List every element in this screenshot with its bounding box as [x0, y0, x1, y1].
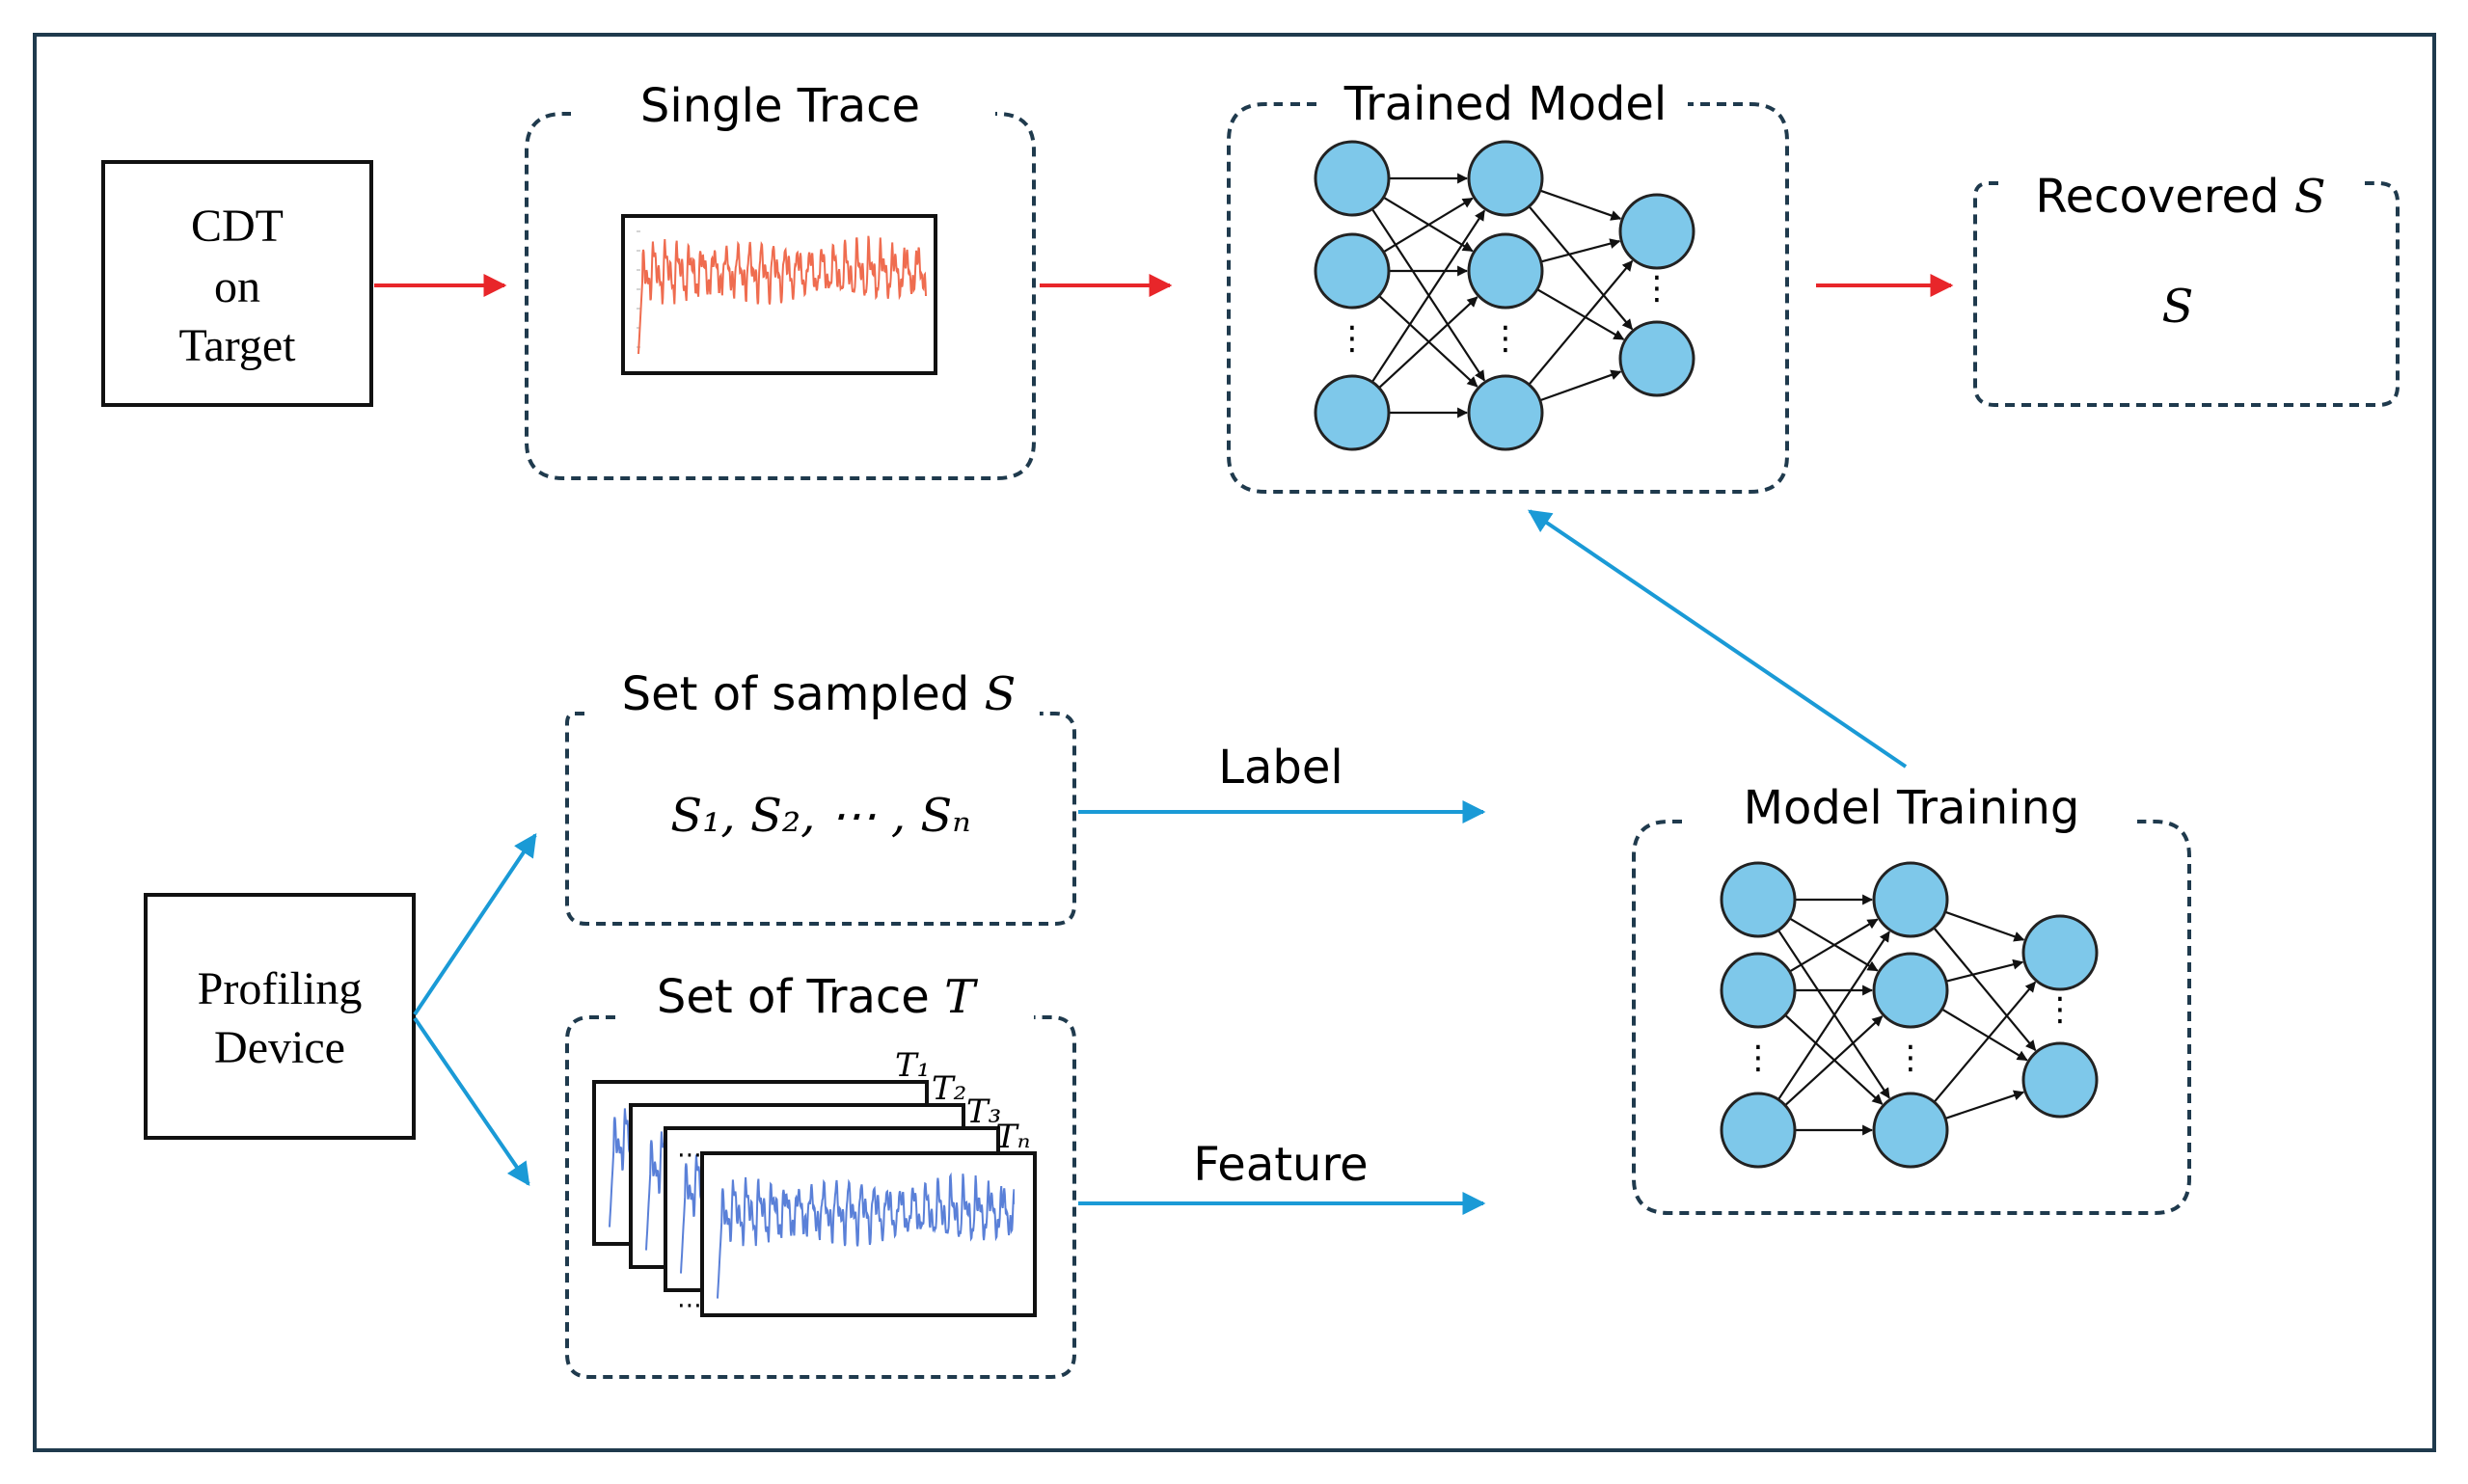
nn-node	[1314, 232, 1391, 310]
trained-model-title: Trained Model	[1343, 77, 1668, 131]
nn-node	[1720, 1092, 1797, 1169]
single-trace-title: Single Trace	[640, 79, 920, 133]
arrow-training-to-model	[1528, 509, 1908, 769]
nn-edge	[1789, 918, 1879, 973]
trace-label-2: T₂	[932, 1069, 966, 1108]
nn-edge	[1370, 209, 1486, 383]
trace-label-3: T₃	[966, 1093, 1001, 1131]
recovered-title: Recovered S	[2035, 170, 2325, 224]
nn-edge	[1944, 910, 2025, 942]
nn-edge	[1528, 259, 1634, 386]
nn-edge	[1945, 958, 2024, 983]
trace-stack-ellipsis-bottom: ⋯	[677, 1291, 702, 1320]
trace-stack	[592, 1080, 1037, 1317]
nn-node	[2021, 914, 2099, 991]
nn-node	[1720, 861, 1797, 938]
trace-label-1: T₁	[895, 1046, 930, 1085]
trace-stack-ellipsis-top: ⋯	[677, 1141, 702, 1170]
nn-edge	[1777, 931, 1890, 1100]
nn-node	[1872, 861, 1949, 938]
trace-set-group: Set of Trace T T₁ T₂ T₃ Tₙ ⋯ ⋯	[565, 968, 1076, 1379]
on-label: on	[214, 261, 260, 312]
trace-label-n: Tₙ	[995, 1118, 1030, 1156]
outer-border	[33, 33, 2436, 1452]
device-label: Device	[214, 1022, 345, 1073]
trace-set-title: Set of Trace T	[657, 970, 978, 1024]
arrow-profiling-to-traces	[413, 1016, 530, 1186]
nn-ellipsis: ⋮	[1742, 1039, 1775, 1077]
nn-edge	[1378, 296, 1478, 390]
nn-node	[1467, 374, 1544, 451]
label-edge-text: Label	[1218, 741, 1343, 795]
target-label: Target	[178, 320, 296, 371]
nn-node	[1872, 952, 1949, 1029]
nn-node	[1618, 193, 1695, 270]
nn-ellipsis: ⋮	[1641, 269, 1673, 308]
nn-edge	[1539, 369, 1622, 402]
nn-node	[1314, 140, 1391, 217]
nn-edge	[1933, 981, 2037, 1103]
trace-card	[700, 1151, 1037, 1317]
nn-edge	[1528, 205, 1634, 331]
sampled-set-title: Set of sampled S	[622, 667, 1017, 721]
nn-edge	[1382, 197, 1474, 254]
recovered-value: S	[2162, 280, 2194, 334]
nn-node	[1314, 374, 1391, 451]
sampled-set-group: Set of sampled S S₁, S₂, ⋯ , Sₙ	[565, 667, 1076, 926]
trained-model-group: Trained Model ⋮ ⋮ ⋮	[1227, 69, 1789, 494]
model-training-network: ⋮ ⋮ ⋮	[1720, 861, 2099, 1169]
nn-node	[1467, 140, 1544, 217]
trace-waveform	[717, 1172, 1015, 1299]
recovered-group: Recovered S S	[1973, 170, 2400, 407]
nn-ellipsis: ⋮	[1336, 319, 1369, 358]
nn-edge	[1784, 1015, 1884, 1107]
nn-edge	[1941, 1008, 2028, 1062]
cdt-label: CDT	[191, 201, 284, 252]
nn-edge	[1933, 927, 2037, 1052]
nn-node	[1618, 320, 1695, 397]
nn-ellipsis: ⋮	[2044, 990, 2076, 1029]
sampled-set-values: S₁, S₂, ⋯ , Sₙ	[670, 789, 970, 843]
nn-edge	[1536, 288, 1625, 340]
model-training-group: Model Training ⋮ ⋮ ⋮	[1632, 779, 2191, 1215]
profiling-device-box: Profiling Device	[144, 893, 416, 1140]
nn-node	[1467, 232, 1544, 310]
nn-node	[1720, 952, 1797, 1029]
profiling-label: Profiling	[198, 963, 363, 1014]
model-training-title: Model Training	[1744, 781, 2080, 835]
trained-model-network: ⋮ ⋮ ⋮	[1314, 140, 1695, 451]
nn-node	[2021, 1041, 2099, 1119]
arrow-profiling-to-sampled	[413, 833, 537, 1016]
nn-edge	[1540, 238, 1621, 263]
nn-edge	[1539, 189, 1622, 221]
nn-node	[1872, 1092, 1949, 1169]
nn-edge	[1944, 1090, 2025, 1120]
nn-ellipsis: ⋮	[1894, 1039, 1927, 1077]
nn-ellipsis: ⋮	[1489, 319, 1522, 358]
cdt-target-box: CDT on Target	[101, 160, 373, 407]
single-trace-group: Single Trace	[525, 77, 1036, 480]
feature-edge-text: Feature	[1193, 1138, 1368, 1192]
single-trace-waveform	[637, 235, 927, 355]
